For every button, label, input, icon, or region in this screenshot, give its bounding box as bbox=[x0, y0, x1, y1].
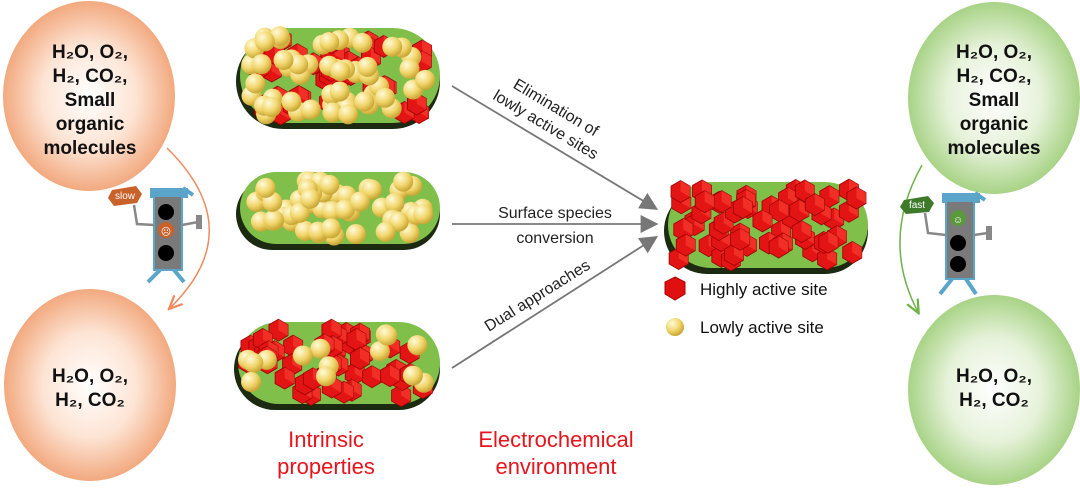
lowly-active-site bbox=[316, 366, 337, 387]
lowly-active-site bbox=[319, 174, 340, 195]
lowly-active-site bbox=[357, 56, 378, 77]
lowly-active-site bbox=[375, 87, 396, 108]
lowly-active-site bbox=[241, 371, 262, 392]
catalyst-bottom bbox=[234, 318, 440, 410]
lowly-active-site bbox=[330, 61, 351, 82]
catalyst-top bbox=[236, 26, 440, 129]
fast-traffic-light-icon: ☺ fast bbox=[900, 191, 992, 296]
slow-sign: slow bbox=[115, 191, 136, 202]
lowly-active-site bbox=[310, 338, 331, 359]
lowly-active-site bbox=[354, 91, 375, 112]
legend-highly: Highly active site bbox=[700, 280, 828, 299]
lowly-active-site bbox=[261, 97, 282, 118]
circle-line: H₂, CO₂, bbox=[53, 66, 128, 87]
svg-text:☺: ☺ bbox=[953, 215, 963, 226]
lowly-active-site bbox=[245, 73, 266, 94]
fast-sign: fast bbox=[909, 200, 925, 211]
left-reactant-circle: H₂O, O₂, H₂, CO₂, Small organic molecule… bbox=[3, 1, 175, 191]
svg-text:☹: ☹ bbox=[161, 227, 171, 238]
circle-line: H₂, CO₂, bbox=[957, 66, 1032, 87]
lowly-active-site bbox=[322, 102, 343, 123]
lowly-active-site bbox=[254, 31, 275, 52]
slow-curve-arrow bbox=[166, 147, 210, 308]
lowly-active-site bbox=[281, 91, 302, 112]
lowly-active-site bbox=[319, 31, 340, 52]
legend-lowly: Lowly active site bbox=[700, 318, 824, 337]
left-product-circle: H₂O, O₂, H₂, CO₂ bbox=[4, 289, 176, 481]
lowly-active-site bbox=[243, 352, 264, 373]
lowly-active-site bbox=[375, 221, 396, 242]
arrow-label: Dual approaches bbox=[482, 257, 594, 336]
lowly-active-site bbox=[338, 104, 359, 125]
lowly-active-site bbox=[402, 365, 423, 386]
catalyst-optimized bbox=[664, 178, 868, 274]
lowly-active-site bbox=[345, 224, 366, 245]
circle-line: H₂, CO₂ bbox=[55, 390, 125, 411]
lowly-active-site bbox=[415, 69, 436, 90]
electrochemical-label: environment bbox=[495, 454, 616, 479]
lowly-active-site bbox=[399, 58, 420, 79]
lowly-active-site bbox=[349, 191, 370, 212]
right-product-circle: H₂O, O₂, H₂, CO₂ bbox=[908, 295, 1080, 485]
slow-traffic-light-icon: ☹ slow bbox=[108, 186, 202, 284]
electrochemical-label: Electrochemical bbox=[478, 427, 633, 452]
circle-line: H₂O, O₂, bbox=[52, 42, 128, 63]
lowly-active-site bbox=[369, 341, 390, 362]
circle-line: H₂, CO₂ bbox=[959, 390, 1029, 411]
lowly-active-site bbox=[273, 50, 294, 71]
lowly-active-site bbox=[413, 204, 434, 225]
lowly-active-site bbox=[329, 81, 350, 102]
lowly-active-site bbox=[289, 202, 310, 223]
highly-active-site-icon bbox=[664, 276, 686, 301]
arrow-elimination bbox=[451, 85, 659, 210]
lowly-active-site bbox=[320, 218, 341, 239]
circle-line: Small bbox=[969, 90, 1020, 111]
lowly-active-site bbox=[393, 171, 414, 192]
circle-line: H₂O, O₂, bbox=[956, 42, 1032, 63]
circle-line: H₂O, O₂, bbox=[956, 366, 1032, 387]
circle-line: organic bbox=[960, 114, 1029, 135]
catalyst-middle bbox=[236, 171, 440, 250]
fast-curve-arrow bbox=[899, 164, 923, 312]
lowly-active-site bbox=[292, 345, 313, 366]
intrinsic-label: properties bbox=[277, 454, 375, 479]
lowly-active-site bbox=[407, 335, 428, 356]
lowly-active-site bbox=[382, 36, 403, 57]
lowly-active-site bbox=[352, 32, 373, 53]
lowly-active-site bbox=[255, 177, 276, 198]
lowly-active-site bbox=[263, 209, 284, 230]
lowly-active-site bbox=[377, 325, 398, 346]
circle-line: organic bbox=[56, 114, 125, 135]
lowly-active-site bbox=[251, 54, 272, 75]
arrow-label: conversion bbox=[516, 230, 593, 247]
circle-line: H₂O, O₂, bbox=[52, 366, 128, 387]
circle-line: molecules bbox=[44, 138, 137, 159]
arrow-label: Surface species bbox=[498, 205, 612, 222]
lowly-active-site-icon bbox=[666, 318, 684, 336]
circle-line: Small bbox=[65, 90, 116, 111]
arrow-dual bbox=[451, 236, 659, 369]
lowly-active-site bbox=[300, 188, 321, 209]
lowly-active-site bbox=[334, 199, 355, 220]
intrinsic-label: Intrinsic bbox=[288, 427, 364, 452]
lowly-active-site bbox=[300, 99, 321, 120]
right-reactant-circle: H₂O, O₂, H₂, CO₂, Small organic molecule… bbox=[908, 2, 1080, 194]
circle-line: molecules bbox=[948, 138, 1041, 159]
lowly-active-site bbox=[384, 193, 405, 214]
legend: Highly active site Lowly active site bbox=[664, 276, 828, 337]
